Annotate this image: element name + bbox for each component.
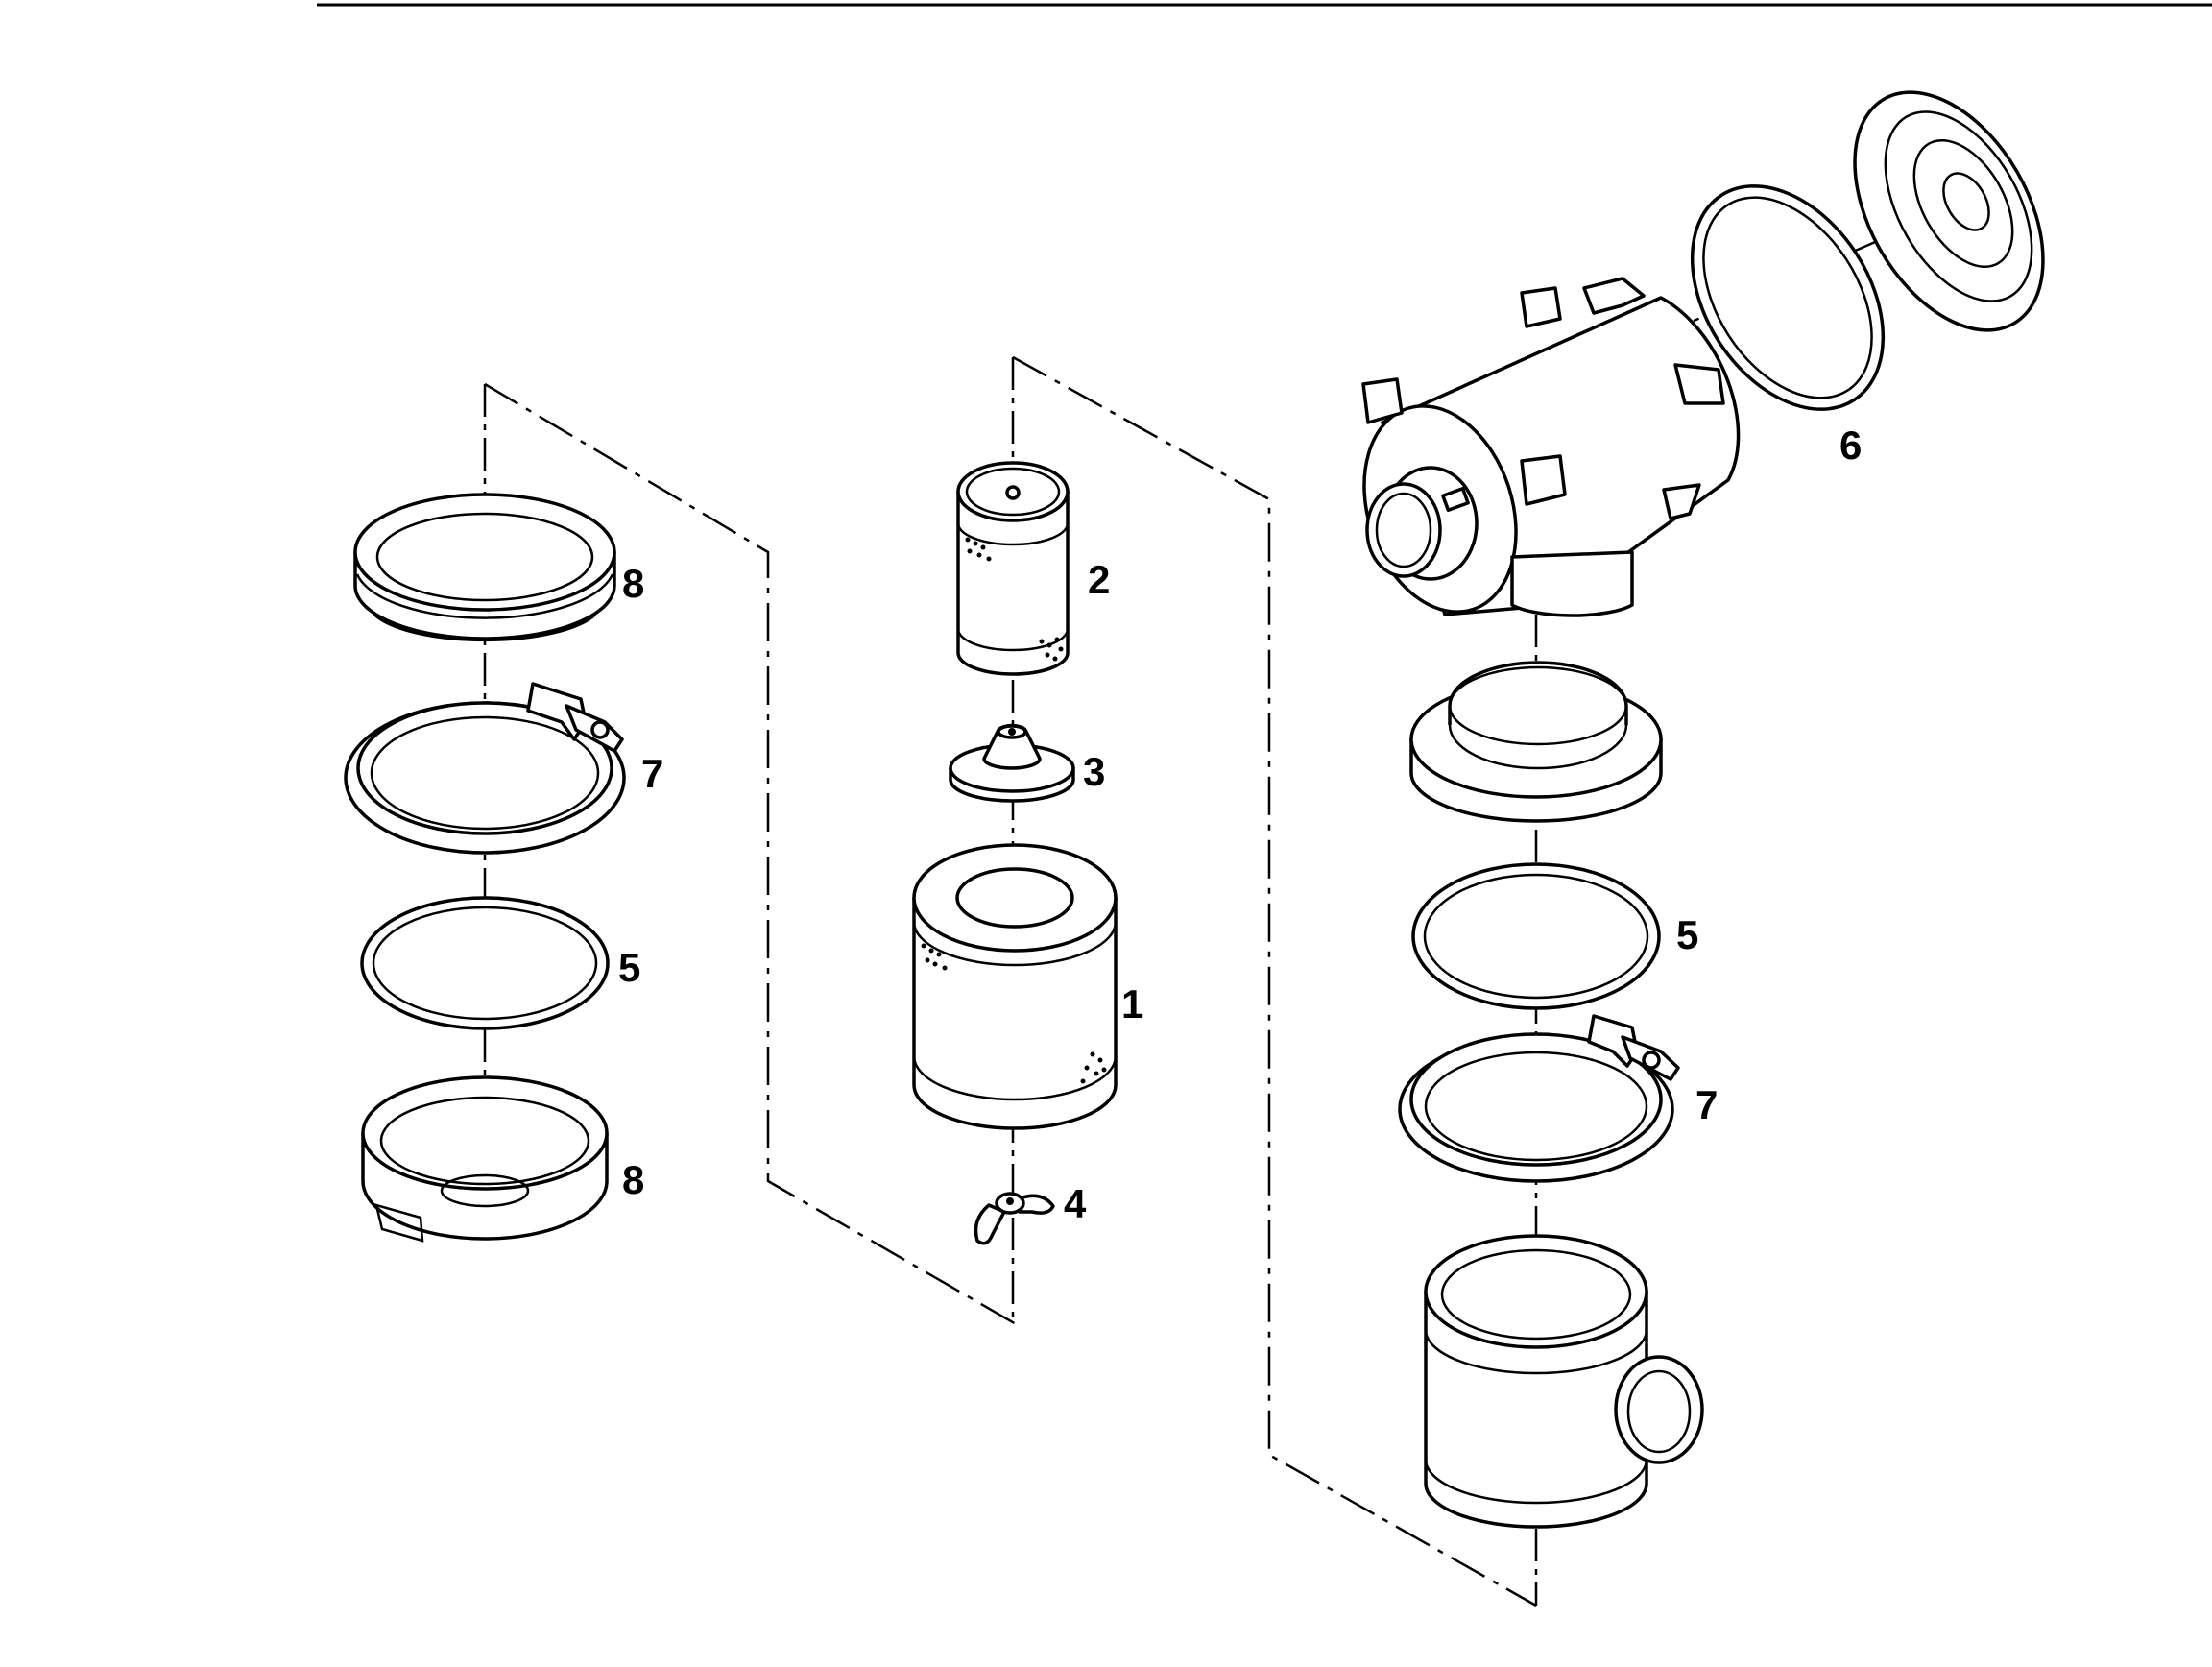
right-hose-clamp xyxy=(1398,1014,1680,1183)
housing-gasket xyxy=(1690,184,1886,411)
callout-inner-element: 2 xyxy=(1088,557,1110,602)
center-column-parts xyxy=(912,357,1118,1325)
left-seal-ring xyxy=(360,896,610,1030)
housing-end-cover xyxy=(1853,90,2045,332)
wing-nut xyxy=(974,1192,1055,1245)
left-top-adapter-ring xyxy=(353,493,616,642)
callout-housing-gasket: 6 xyxy=(1839,423,1862,468)
left-group-frame xyxy=(484,382,1019,1327)
callout-left-seal: 5 xyxy=(618,945,640,990)
callout-right-clamp: 7 xyxy=(1695,1082,1718,1127)
left-bottom-adapter-ring xyxy=(361,1075,609,1243)
callout-left-ring-bottom: 8 xyxy=(622,1157,644,1202)
callout-left-clamp: 7 xyxy=(641,751,663,796)
left-hose-clamp xyxy=(344,682,626,855)
callout-cone: 3 xyxy=(1083,749,1105,794)
callout-labels: 8 7 5 8 2 3 1 4 6 5 7 xyxy=(618,423,1862,1226)
callout-left-ring-top: 8 xyxy=(622,561,644,606)
right-bottom-tee-housing xyxy=(1424,1234,1704,1529)
right-column-parts xyxy=(1361,90,2045,1606)
right-adapter-ring xyxy=(1409,661,1663,823)
callout-wing-nut: 4 xyxy=(1064,1181,1087,1226)
main-filter-element xyxy=(912,843,1118,1130)
cone-disc xyxy=(949,723,1075,803)
callout-right-seal: 5 xyxy=(1676,912,1698,957)
callout-main-element: 1 xyxy=(1121,981,1143,1027)
inner-safety-element xyxy=(956,461,1070,676)
right-seal-ring xyxy=(1411,862,1661,1010)
filter-housing-body xyxy=(1361,277,1741,617)
left-column-parts xyxy=(344,384,626,1243)
center-group-frame xyxy=(1012,355,1537,1607)
